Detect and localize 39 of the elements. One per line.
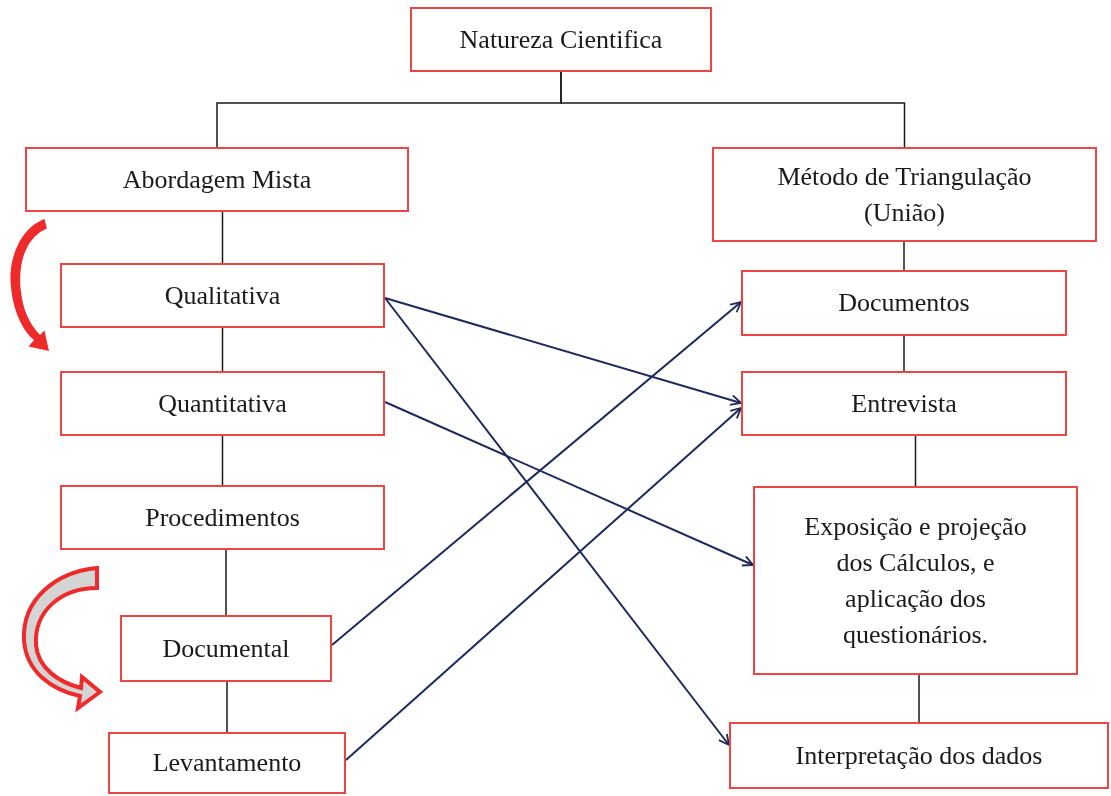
process-box (741, 371, 1067, 436)
process-box (753, 486, 1078, 675)
box-label: Exposição e projeção dos Cálculos, e aplicação dos questionários. (803, 510, 1028, 651)
box-label: Abordagem Mista (122, 163, 312, 196)
connector-line (221, 211, 224, 264)
box-label: Método de Triangulação (União) (776, 160, 1033, 229)
connector-line (221, 327, 224, 372)
box-label: Documentos (838, 287, 970, 319)
process-box (60, 371, 385, 436)
arrow (345, 407, 742, 761)
process-box (25, 147, 409, 212)
process-box (712, 147, 1097, 242)
process-box (410, 7, 712, 72)
process-box (120, 615, 332, 682)
arrow (384, 297, 730, 746)
box-label: Quantitativa (158, 387, 287, 420)
arrow (384, 401, 754, 567)
box-label: Documental (162, 632, 290, 665)
process-box (60, 263, 385, 328)
arrow (331, 301, 742, 646)
process-box (108, 732, 346, 794)
box-label: Interpretação dos dados (795, 739, 1043, 772)
arrow (384, 297, 742, 406)
connector-line (903, 335, 905, 372)
process-box (60, 485, 385, 550)
box-label: Natureza Cientifica (459, 23, 663, 56)
box-label: Procedimentos (145, 501, 300, 534)
connector-line (918, 674, 920, 723)
connector-line (903, 241, 905, 271)
connector-line (225, 549, 227, 616)
connector-line (221, 435, 224, 486)
process-box (729, 722, 1109, 789)
connector-line (914, 435, 917, 487)
box-label: Levantamento (152, 747, 302, 779)
box-label: Qualitativa (164, 279, 281, 312)
box-label: Entrevista (851, 387, 957, 420)
connector-line (560, 71, 906, 148)
process-box (741, 270, 1067, 336)
connector-line (226, 681, 228, 733)
